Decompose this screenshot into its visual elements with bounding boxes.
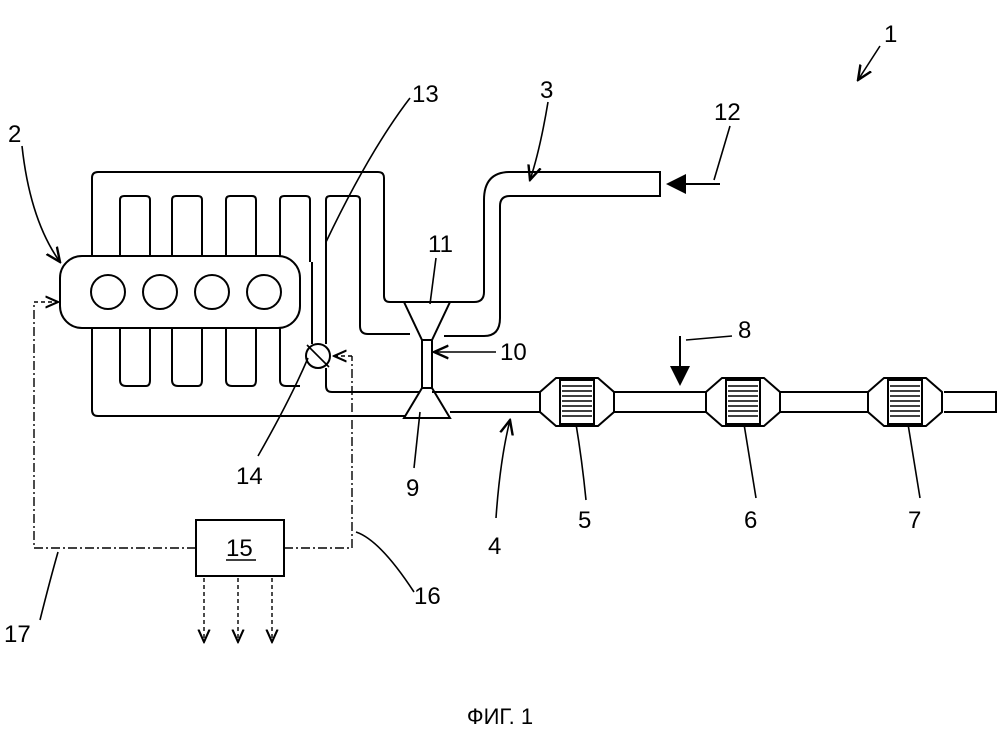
label-turbine: 9 xyxy=(406,475,419,502)
label-control-unit: 15 xyxy=(226,535,253,562)
exhaust-line-segment-3 xyxy=(780,392,868,412)
label-egr-valve: 14 xyxy=(236,463,263,490)
exhaust-tailpipe xyxy=(944,392,996,412)
label-engine: 2 xyxy=(8,121,21,148)
label-shaft: 10 xyxy=(500,339,527,366)
engine-block xyxy=(60,256,300,328)
label-catalyst-6: 6 xyxy=(744,507,757,534)
intake-line xyxy=(444,172,660,336)
catalyst-7 xyxy=(868,378,942,426)
catalyst-6 xyxy=(706,378,780,426)
egr-line xyxy=(312,262,420,392)
exhaust-line xyxy=(432,392,540,412)
exhaust-line-segment-2 xyxy=(614,392,706,412)
label-catalyst-7: 7 xyxy=(908,507,921,534)
leader-lines xyxy=(22,46,920,620)
turbo-shaft xyxy=(422,340,432,388)
label-control-line-16: 16 xyxy=(414,583,441,610)
label-system: 1 xyxy=(884,21,897,48)
label-egr-line: 13 xyxy=(412,81,439,108)
label-catalyst-5: 5 xyxy=(578,507,591,534)
label-air-inlet: 12 xyxy=(714,99,741,126)
manifold-fingers-lower xyxy=(120,328,300,386)
catalyst-5 xyxy=(540,378,614,426)
label-compressor: 11 xyxy=(428,231,453,258)
figure-caption: ФИГ. 1 xyxy=(467,704,533,729)
compressor xyxy=(404,302,450,340)
control-line-16 xyxy=(284,356,352,548)
label-injection: 8 xyxy=(738,317,751,344)
label-control-line-17: 17 xyxy=(4,621,31,648)
label-exhaust-line: 4 xyxy=(488,533,501,560)
label-intake-line: 3 xyxy=(540,77,553,104)
